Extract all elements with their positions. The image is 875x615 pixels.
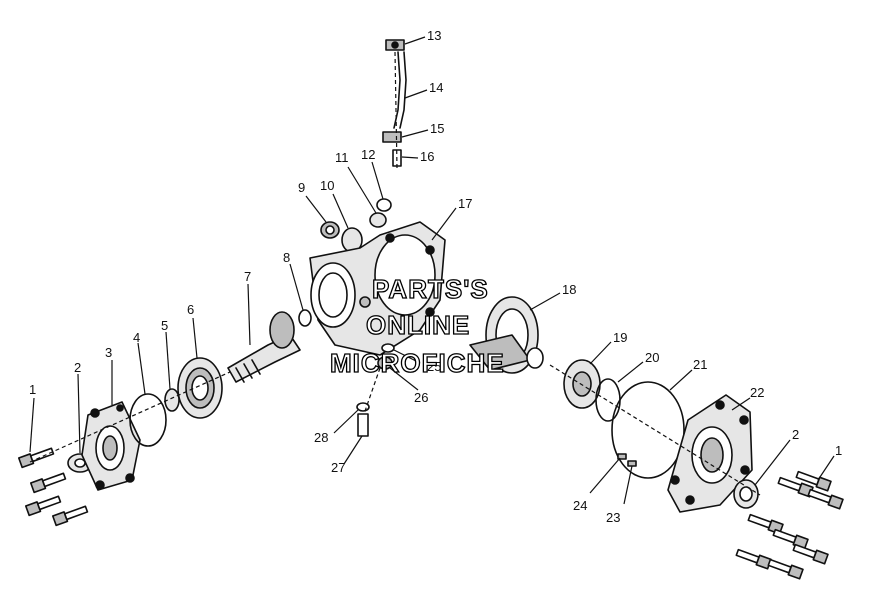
part-2-seal-right[interactable] — [733, 479, 759, 509]
part-24-pin[interactable] — [617, 453, 627, 460]
callout-10: 10 — [320, 178, 334, 193]
callout-25: 25 — [427, 359, 441, 374]
assembly-axis-lines — [29, 51, 761, 496]
part-21-o-ring[interactable] — [611, 381, 685, 479]
callout-12: 12 — [361, 147, 375, 162]
callout-28: 28 — [314, 430, 328, 445]
callout-15: 15 — [430, 121, 444, 136]
watermark-line-2: ONLINE — [366, 310, 470, 340]
part-1-bolts-right[interactable] — [735, 470, 844, 580]
callout-21: 21 — [693, 357, 707, 372]
gear-housing[interactable] — [309, 221, 446, 356]
callout-18: 18 — [562, 282, 576, 297]
callout-26: 26 — [414, 390, 428, 405]
part-12-ring[interactable] — [376, 198, 392, 212]
leader-lines — [29, 36, 835, 505]
part-27-fill-plug[interactable] — [357, 413, 369, 437]
callout-4: 4 — [133, 330, 140, 345]
part-1-bolts-left[interactable] — [17, 446, 89, 527]
part-13-vent-cap[interactable] — [385, 39, 405, 51]
callout-2-left: 2 — [74, 360, 81, 375]
part-9-seal[interactable] — [320, 221, 340, 239]
part-6-bearing[interactable] — [177, 357, 223, 419]
callout-1-left: 1 — [29, 382, 36, 397]
callout-3: 3 — [105, 345, 112, 360]
callout-8: 8 — [283, 250, 290, 265]
callout-labels: 1 2 3 4 5 6 7 8 9 10 11 12 13 14 15 16 1… — [29, 28, 842, 525]
callout-5: 5 — [161, 318, 168, 333]
callout-14: 14 — [429, 80, 443, 95]
callout-1-right: 1 — [835, 443, 842, 458]
part-23-pin[interactable] — [627, 460, 637, 467]
part-11-washer[interactable] — [369, 212, 387, 228]
part-19-bearing[interactable] — [563, 359, 601, 409]
callout-20: 20 — [645, 350, 659, 365]
callout-2-right: 2 — [792, 427, 799, 442]
part-7-pinion-shaft[interactable] — [227, 311, 301, 383]
callout-7: 7 — [244, 269, 251, 284]
callout-22: 22 — [750, 385, 764, 400]
part-18-ring-gear[interactable] — [469, 296, 544, 374]
callout-23: 23 — [606, 510, 620, 525]
part-15-clamp[interactable] — [382, 131, 402, 143]
part-8-spacer[interactable] — [298, 309, 312, 327]
callout-13: 13 — [427, 28, 441, 43]
part-4-o-ring[interactable] — [129, 393, 167, 447]
callout-11: 11 — [335, 150, 349, 165]
watermark-line-3: MICROFICHE — [330, 348, 505, 378]
callout-9: 9 — [298, 180, 305, 195]
part-20-shim[interactable] — [595, 378, 621, 422]
part-25-washer[interactable] — [381, 343, 395, 353]
callout-16: 16 — [420, 149, 434, 164]
part-14-vent-hose[interactable] — [393, 51, 407, 129]
callout-24: 24 — [573, 498, 587, 513]
callout-27: 27 — [331, 460, 345, 475]
watermark: PARTS'S ONLINE MICROFICHE — [329, 273, 505, 378]
watermark-line-1: PARTS'S — [372, 274, 489, 304]
part-26-drain-plug[interactable] — [377, 356, 393, 370]
callout-19: 19 — [613, 330, 627, 345]
callout-6: 6 — [187, 302, 194, 317]
part-3-cover-plate[interactable] — [81, 401, 141, 491]
callout-17: 17 — [458, 196, 472, 211]
